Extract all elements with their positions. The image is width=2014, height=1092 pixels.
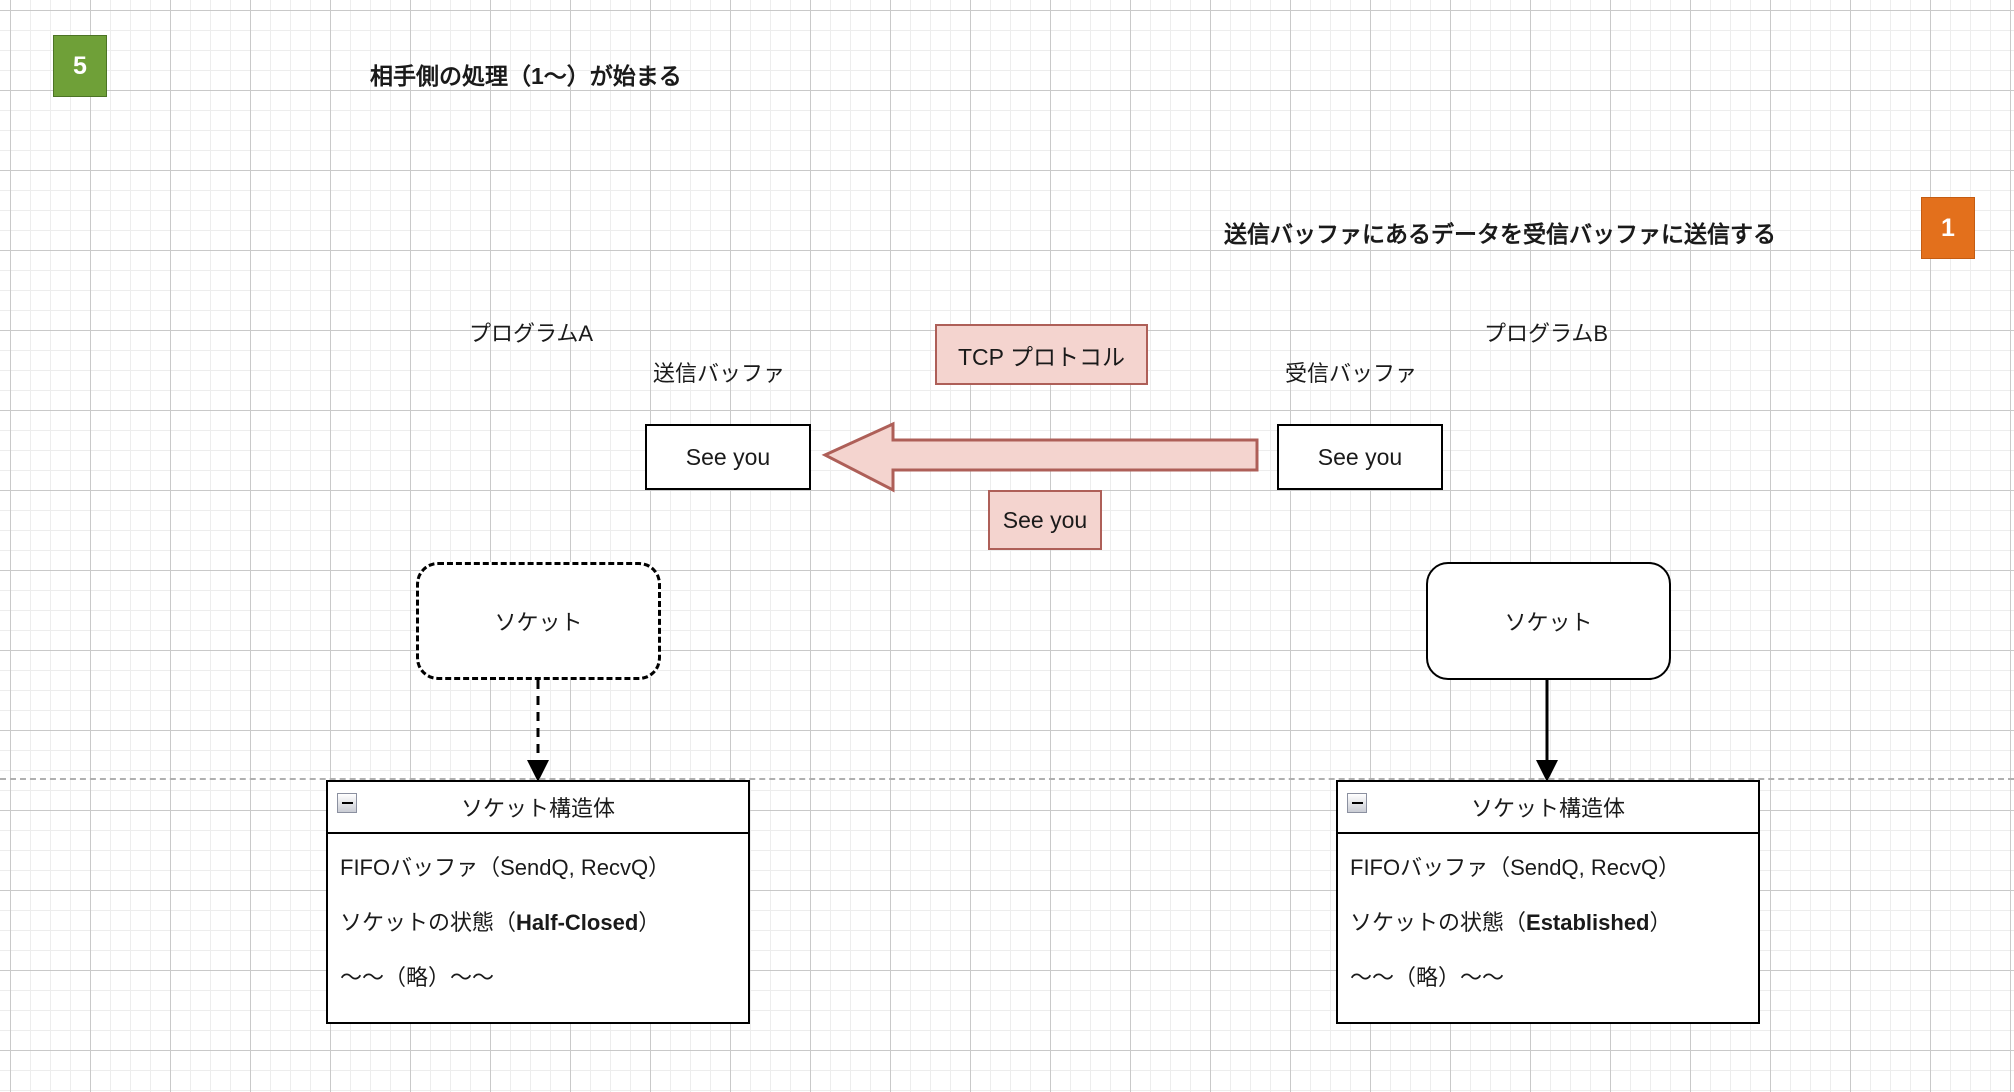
struct-row-state-left-prefix: ソケットの状態（	[340, 910, 517, 935]
struct-row-state-left-suffix: ）	[638, 910, 661, 935]
kernel-boundary-divider	[0, 778, 2014, 780]
heading-left: 相手側の処理（1〜）が始まる	[370, 63, 682, 89]
struct-row-state-right: ソケットの状態（Established）	[1350, 905, 1746, 937]
step-badge-1: 1	[1921, 197, 1975, 259]
transfer-arrow-left	[821, 421, 1259, 493]
struct-row-omitted-right: 〜〜（略）〜〜	[1350, 965, 1505, 990]
struct-header-left: ソケット構造体	[328, 782, 748, 834]
recv-buffer-box: See you	[1277, 424, 1443, 490]
minus-icon[interactable]	[1347, 793, 1367, 813]
struct-header-right: ソケット構造体	[1338, 782, 1758, 834]
heading-right: 送信バッファにあるデータを受信バッファに送信する	[1224, 221, 1776, 247]
socket-right: ソケット	[1426, 562, 1671, 680]
struct-body-left: FIFOバッファ（SendQ, RecvQ） ソケットの状態（Half-Clos…	[328, 834, 748, 1022]
label-send-buffer: 送信バッファ	[653, 361, 786, 386]
minus-icon[interactable]	[337, 793, 357, 813]
struct-row-state-left-value: Half-Closed	[516, 910, 639, 935]
socket-left: ソケット	[416, 562, 661, 680]
label-program-b: プログラムB	[1484, 321, 1609, 346]
tcp-protocol-box: TCP プロトコル	[935, 324, 1148, 385]
socket-struct-left: ソケット構造体 FIFOバッファ（SendQ, RecvQ） ソケットの状態（H…	[326, 780, 750, 1024]
struct-row-state-right-value: Established	[1526, 910, 1650, 935]
send-buffer-box: See you	[645, 424, 811, 490]
struct-title-right: ソケット構造体	[1470, 796, 1625, 821]
step-badge-5: 5	[53, 35, 107, 97]
struct-row-state-right-prefix: ソケットの状態（	[1350, 910, 1527, 935]
struct-row-fifo-right: FIFOバッファ（SendQ, RecvQ）	[1350, 855, 1681, 880]
label-program-a: プログラムA	[469, 321, 594, 346]
struct-row-fifo-left: FIFOバッファ（SendQ, RecvQ）	[340, 855, 671, 880]
struct-body-right: FIFOバッファ（SendQ, RecvQ） ソケットの状態（Establish…	[1338, 834, 1758, 1022]
struct-row-state-left: ソケットの状態（Half-Closed）	[340, 905, 736, 937]
struct-row-omitted-left: 〜〜（略）〜〜	[340, 965, 495, 990]
socket-struct-right: ソケット構造体 FIFOバッファ（SendQ, RecvQ） ソケットの状態（E…	[1336, 780, 1760, 1024]
struct-row-state-right-suffix: ）	[1649, 910, 1672, 935]
struct-title-left: ソケット構造体	[460, 796, 615, 821]
label-recv-buffer: 受信バッファ	[1285, 361, 1418, 386]
payload-label-box: See you	[988, 490, 1102, 550]
